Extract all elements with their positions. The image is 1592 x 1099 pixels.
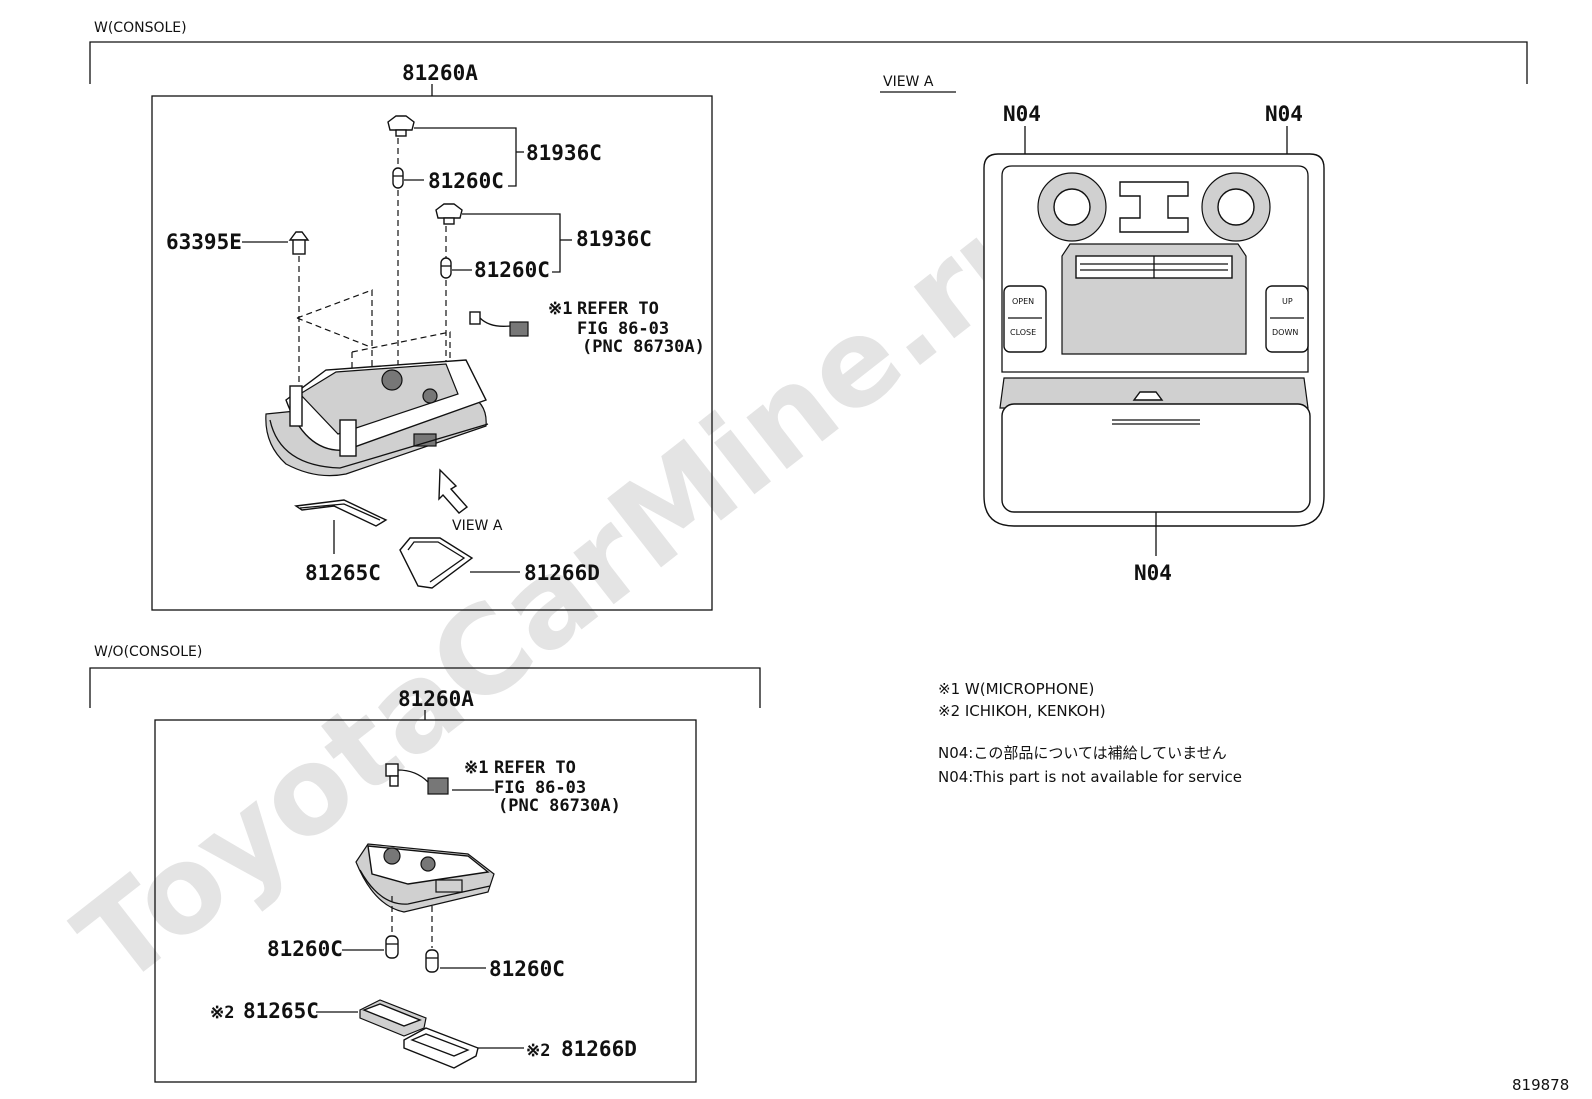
lens-marker: ※2 xyxy=(210,1003,234,1023)
reference-line-3: (PNC 86730A) xyxy=(582,337,705,357)
note-2: ※2 ICHIKOH, KENKOH) xyxy=(938,702,1106,720)
hidden-outline xyxy=(351,331,451,404)
map-lamp-housing xyxy=(265,359,489,477)
hidden-outline xyxy=(296,289,373,406)
bulb-2 xyxy=(440,257,452,279)
part-label-81260c: 81260C xyxy=(489,957,565,981)
part-label-n04: N04 xyxy=(1265,102,1303,126)
part-label-81266d: 81266D xyxy=(524,561,600,585)
bulb-1 xyxy=(392,167,404,189)
part-label-81260c: 81260C xyxy=(474,258,550,282)
part-label-81260c: 81260C xyxy=(428,169,504,193)
section-bracket xyxy=(89,41,1528,84)
watermark: ToyotaCarMine.ru xyxy=(52,169,1078,1013)
gasket-marker: ※2 xyxy=(526,1041,550,1061)
map-lamp-housing xyxy=(355,843,495,913)
lens-81265c xyxy=(294,499,388,527)
note-japanese: N04:この部品については補給していません xyxy=(938,744,1227,762)
bulb-right xyxy=(425,949,439,973)
part-label-81936c: 81936C xyxy=(576,227,652,251)
reference-line-1: REFER TO xyxy=(494,758,576,778)
figure-id: 819878 xyxy=(1512,1076,1569,1094)
clip xyxy=(288,231,310,255)
switch-label-open: OPEN xyxy=(1012,297,1034,306)
reference-line-2: FIG 86-03 xyxy=(577,319,669,339)
view-a-title: VIEW A xyxy=(883,74,934,90)
part-label-n04: N04 xyxy=(1003,102,1041,126)
part-label-81265c: 81265C xyxy=(305,561,381,585)
part-label-81266d: 81266D xyxy=(561,1037,637,1061)
bulb-holder-2 xyxy=(435,203,463,225)
part-label-81260c: 81260C xyxy=(267,937,343,961)
microphone-wire xyxy=(385,763,449,795)
part-label-63395e: 63395E xyxy=(166,230,242,254)
lens-81265c xyxy=(359,999,427,1037)
microphone-wire xyxy=(469,311,529,337)
reference-line-3: (PNC 86730A) xyxy=(498,796,621,816)
gasket-81266d xyxy=(403,1027,479,1069)
section-title-wo-console: W/O(CONSOLE) xyxy=(94,644,202,660)
part-label-81260a: 81260A xyxy=(402,61,478,85)
reference-marker: ※1 xyxy=(548,299,572,319)
part-label-81260a: 81260A xyxy=(398,687,474,711)
section-title-w-console: W(CONSOLE) xyxy=(94,20,187,36)
note-english: N04:This part is not available for servi… xyxy=(938,768,1242,786)
overhead-console xyxy=(983,153,1325,527)
reference-line-1: REFER TO xyxy=(577,299,659,319)
part-label-n04: N04 xyxy=(1134,561,1172,585)
reference-marker: ※1 xyxy=(464,758,488,778)
switch-label-up: UP xyxy=(1282,297,1293,306)
part-label-81265c: 81265C xyxy=(243,999,319,1023)
reference-line-2: FIG 86-03 xyxy=(494,778,586,798)
section-bracket xyxy=(89,667,761,708)
bulb-holder-1 xyxy=(387,115,415,137)
note-1: ※1 W(MICROPHONE) xyxy=(938,680,1094,698)
gasket-81266d xyxy=(399,537,474,589)
section-w-console: W(CONSOLE) 81260A 81936C 81260C xyxy=(89,20,1528,611)
switch-label-close: CLOSE xyxy=(1010,328,1036,337)
section-wo-console: W/O(CONSOLE) 81260A ※1 REFER TO FIG 86-0… xyxy=(89,644,761,1083)
notes: ※1 W(MICROPHONE) ※2 ICHIKOH, KENKOH) N04… xyxy=(938,680,1242,786)
view-a-label: VIEW A xyxy=(452,518,503,534)
view-a-arrow xyxy=(438,468,469,514)
section-view-a: VIEW A N04 N04 xyxy=(880,74,1325,585)
switch-label-down: DOWN xyxy=(1272,328,1298,337)
bulb-left xyxy=(385,935,399,959)
part-label-81936c: 81936C xyxy=(526,141,602,165)
